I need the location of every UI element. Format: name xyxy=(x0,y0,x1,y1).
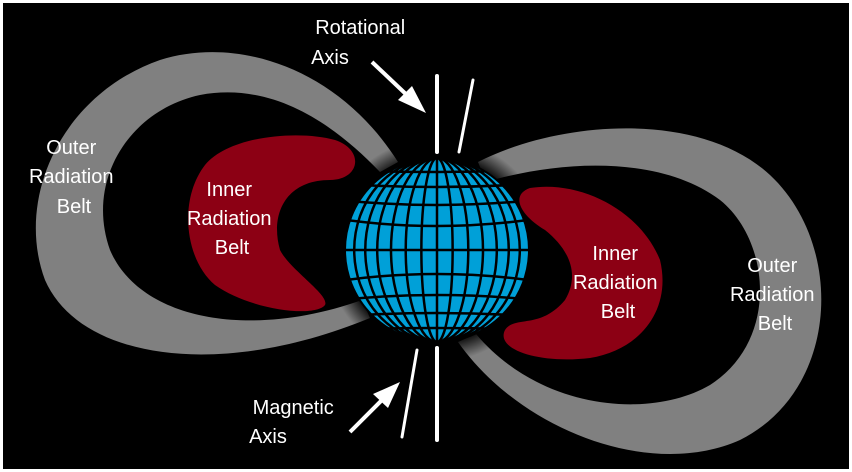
inner-belt-left-label: Inner Radiation Belt xyxy=(187,179,277,259)
outer-belt-right xyxy=(458,128,822,454)
magnetic-axis-bottom xyxy=(400,348,419,439)
outer-belt-left xyxy=(35,52,398,355)
globe-grid xyxy=(345,158,529,342)
latitude-line xyxy=(345,218,529,228)
inner-belt-left xyxy=(188,135,356,312)
latitude-line xyxy=(345,272,529,282)
magnetic-axis-label: Magnetic Axis xyxy=(249,397,339,448)
rotational-axis-label: Rotational Axis xyxy=(311,17,411,69)
latitude-line xyxy=(345,293,529,301)
inner-belt-right xyxy=(503,186,663,360)
outer-belt-right-label: Outer Radiation Belt xyxy=(730,255,820,335)
earth-globe xyxy=(344,157,530,343)
magnetic-axis-top xyxy=(457,78,475,154)
latitude-line xyxy=(345,199,529,207)
magnetic-axis-arrow xyxy=(348,382,400,434)
rotational-axis-arrow xyxy=(370,60,426,113)
inner-belt-right-label: Inner Radiation Belt xyxy=(573,243,663,323)
outer-belt-left-label: Outer Radiation Belt xyxy=(29,137,119,218)
